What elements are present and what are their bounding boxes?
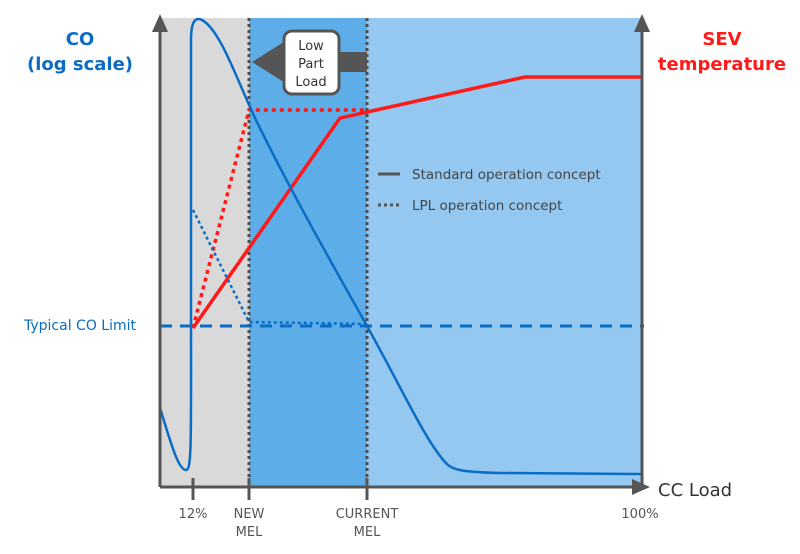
tick-current-mel-2: MEL	[354, 525, 381, 540]
tick-12: 12%	[179, 507, 208, 522]
co-limit-label: Typical CO Limit	[23, 318, 137, 334]
tick-new-mel-2: MEL	[236, 525, 263, 540]
low-part-load-box	[282, 29, 341, 96]
co-axis-subtitle: (log scale)	[27, 54, 133, 75]
sev-lpl-curve	[191, 108, 367, 329]
sev-axis-subtitle: temperature	[658, 54, 786, 75]
x-ticks	[191, 478, 369, 500]
region-low-part-load	[249, 18, 367, 487]
tick-labels: 12% NEW MEL CURRENT MEL 100%	[179, 507, 659, 540]
tick-100: 100%	[621, 507, 658, 522]
legend-lpl: LPL operation concept	[412, 198, 562, 214]
box-text: Load	[295, 75, 326, 90]
legend-standard: Standard operation concept	[412, 167, 601, 183]
tick-current-mel: CURRENT	[336, 507, 399, 522]
tick-new-mel: NEW	[234, 507, 265, 522]
box-text: Part	[298, 57, 324, 72]
y-axis-arrow-icon	[152, 14, 168, 32]
co-axis-title: CO	[66, 29, 95, 50]
box-text: Low	[298, 39, 324, 54]
region-below-new-mel	[161, 18, 249, 487]
x-axis-label: CC Load	[658, 480, 732, 501]
sev-axis-title: SEV	[702, 29, 741, 50]
region-above-current-mel	[367, 18, 642, 487]
co-standard-curve	[158, 17, 643, 476]
sev-standard-curve	[191, 75, 642, 330]
x-axis-arrow-icon	[632, 479, 650, 495]
y2-axis-arrow-icon	[634, 14, 650, 32]
